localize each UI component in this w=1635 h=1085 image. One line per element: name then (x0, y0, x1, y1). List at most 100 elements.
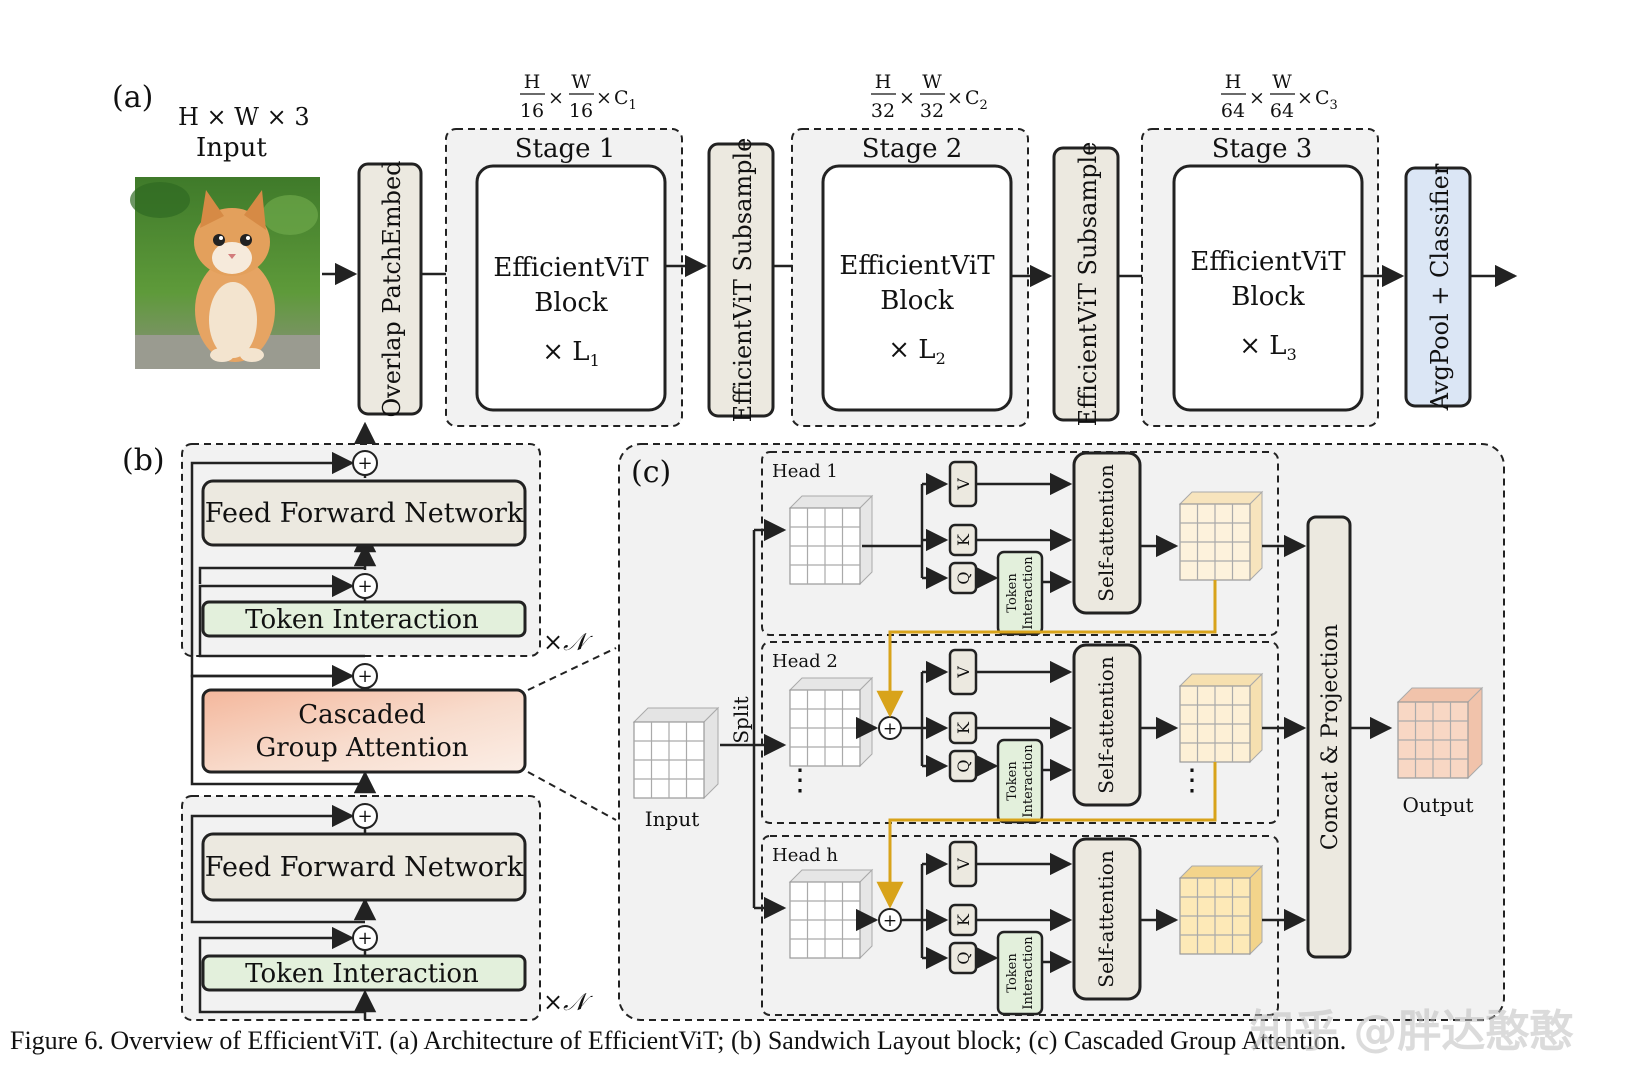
repeat-n-top: ×𝒩 (543, 628, 593, 656)
stage2-block-line1: EfficientViT (839, 251, 995, 281)
svg-text:Interaction: Interaction (1021, 556, 1036, 630)
stage-2: H 32 × W 32 × C2 Stage 2 EfficientViT Bl… (791, 71, 1029, 427)
cga-box (201, 688, 527, 774)
svg-text:+: + (357, 806, 372, 827)
stage2-block-line2: Block (880, 286, 954, 316)
svg-text:+: + (883, 911, 897, 931)
self-attention-label: Self-attention (1094, 850, 1118, 988)
ellipsis: ⋮ (785, 763, 815, 798)
v-label: V (954, 478, 973, 491)
stage1-title: Stage 1 (515, 134, 616, 164)
self-attention-label: Self-attention (1094, 464, 1118, 602)
concat-projection-label: Concat & Projection (1318, 624, 1343, 850)
stage1-block (475, 164, 667, 412)
k-label: K (954, 721, 973, 734)
stage-3: H 64 × W 64 × C3 Stage 3 EfficientViT Bl… (1141, 71, 1379, 427)
head-output-grid (1178, 864, 1264, 956)
concat-projection-box (1306, 515, 1352, 959)
cascade-line-2 (876, 762, 1217, 909)
stage3-c: C3 (1315, 87, 1338, 113)
self-attention-label: Self-attention (1094, 656, 1118, 794)
head-label: Head h (772, 845, 838, 866)
stage1-repeat: × L1 (542, 337, 600, 370)
stage2-w-den: 32 (920, 100, 944, 122)
stage2-repeat: × L2 (888, 335, 946, 368)
cga-label-line1: Cascaded (298, 700, 425, 730)
classifier-box (1404, 166, 1472, 408)
svg-text:Token: Token (1005, 953, 1020, 993)
stage2-h-den: 32 (871, 100, 895, 122)
q-label: Q (954, 951, 973, 964)
stage1-w-den: 16 (569, 100, 593, 122)
output-cube-shape (1396, 686, 1484, 780)
svg-text:Token: Token (1005, 573, 1020, 613)
stage3-block-line1: EfficientViT (1190, 247, 1346, 277)
classifier-label: AvgPool + Classifier (1426, 163, 1454, 411)
subsample-2-box (1052, 146, 1120, 422)
token-interaction-bottom-label: Token Interaction (245, 959, 479, 989)
watermark: 知乎 @胖达憨憨 (1250, 1006, 1574, 1057)
head-label: Head 2 (772, 651, 838, 672)
k-label: K (954, 533, 973, 546)
self-attention-box (1072, 451, 1142, 615)
stage1-c: C1 (614, 87, 637, 113)
stage3-w-den: 64 (1270, 100, 1294, 122)
token-interaction-bottom (201, 954, 527, 992)
split-label: Split (729, 696, 753, 743)
ffn-box-bottom (201, 832, 527, 902)
svg-text:+: + (357, 576, 372, 597)
residual-add-5 (352, 925, 378, 951)
input-label-a: Input (196, 133, 267, 163)
svg-text:×: × (1297, 87, 1313, 109)
svg-text:Token: Token (1005, 761, 1020, 801)
svg-text:+: + (357, 928, 372, 949)
stage1-block-line1: EfficientViT (493, 253, 649, 283)
head-output-grid (1178, 672, 1264, 764)
kitten-image (130, 177, 320, 369)
stage3-h-num: H (1225, 71, 1242, 93)
panel-c-label: (c) (631, 455, 671, 490)
svg-text:×: × (899, 87, 915, 109)
cga-label-line2: Group Attention (255, 733, 468, 763)
repeat-n-bottom: ×𝒩 (543, 988, 593, 1016)
ellipsis: ⋮ (1177, 763, 1207, 798)
output-label: Output (1402, 793, 1473, 817)
q-label: Q (954, 571, 973, 584)
svg-text:+: + (357, 453, 372, 474)
token-interaction-top-label: Token Interaction (245, 605, 479, 635)
svg-text:Interaction: Interaction (1021, 936, 1036, 1010)
subsample-1-label: EfficientViT Subsample (729, 138, 757, 423)
stage3-block-line2: Block (1231, 282, 1305, 312)
stage3-title: Stage 3 (1212, 134, 1313, 164)
ffn-label-bottom: Feed Forward Network (205, 852, 524, 883)
panel-a: (a) H × W × 3 Input Overlap Pat (112, 71, 1518, 427)
stage3-repeat: × L3 (1239, 331, 1297, 364)
input-cube (632, 706, 720, 800)
head-token-interaction (996, 738, 1044, 824)
stage2-c: C2 (965, 87, 988, 113)
head-token-interaction (996, 550, 1044, 636)
stage3-w-num: W (1272, 71, 1292, 93)
head-label: Head 1 (772, 461, 838, 482)
svg-text:×: × (947, 87, 963, 109)
v-label: V (954, 666, 973, 679)
head-token-grid (788, 494, 874, 586)
svg-text:×: × (548, 87, 564, 109)
input-cube-shape (632, 706, 720, 800)
stage2-w-num: W (922, 71, 942, 93)
stage3-h-den: 64 (1221, 100, 1245, 122)
stage1-w-num: W (571, 71, 591, 93)
stage1-h-num: H (524, 71, 541, 93)
stage-1: H 16 × W 16 × C1 Stage 1 EfficientViT Bl… (445, 71, 683, 427)
svg-text:×: × (596, 87, 612, 109)
head-token-grid (788, 676, 874, 768)
subsample-1-box (707, 142, 775, 418)
residual-add-4 (352, 803, 378, 829)
panel-b: (b) + + Feed Forward Network Token Inter… (122, 421, 617, 1021)
svg-text:+: + (357, 666, 372, 687)
cascade-line-1 (876, 580, 1217, 718)
ffn-label-top: Feed Forward Network (205, 498, 524, 529)
